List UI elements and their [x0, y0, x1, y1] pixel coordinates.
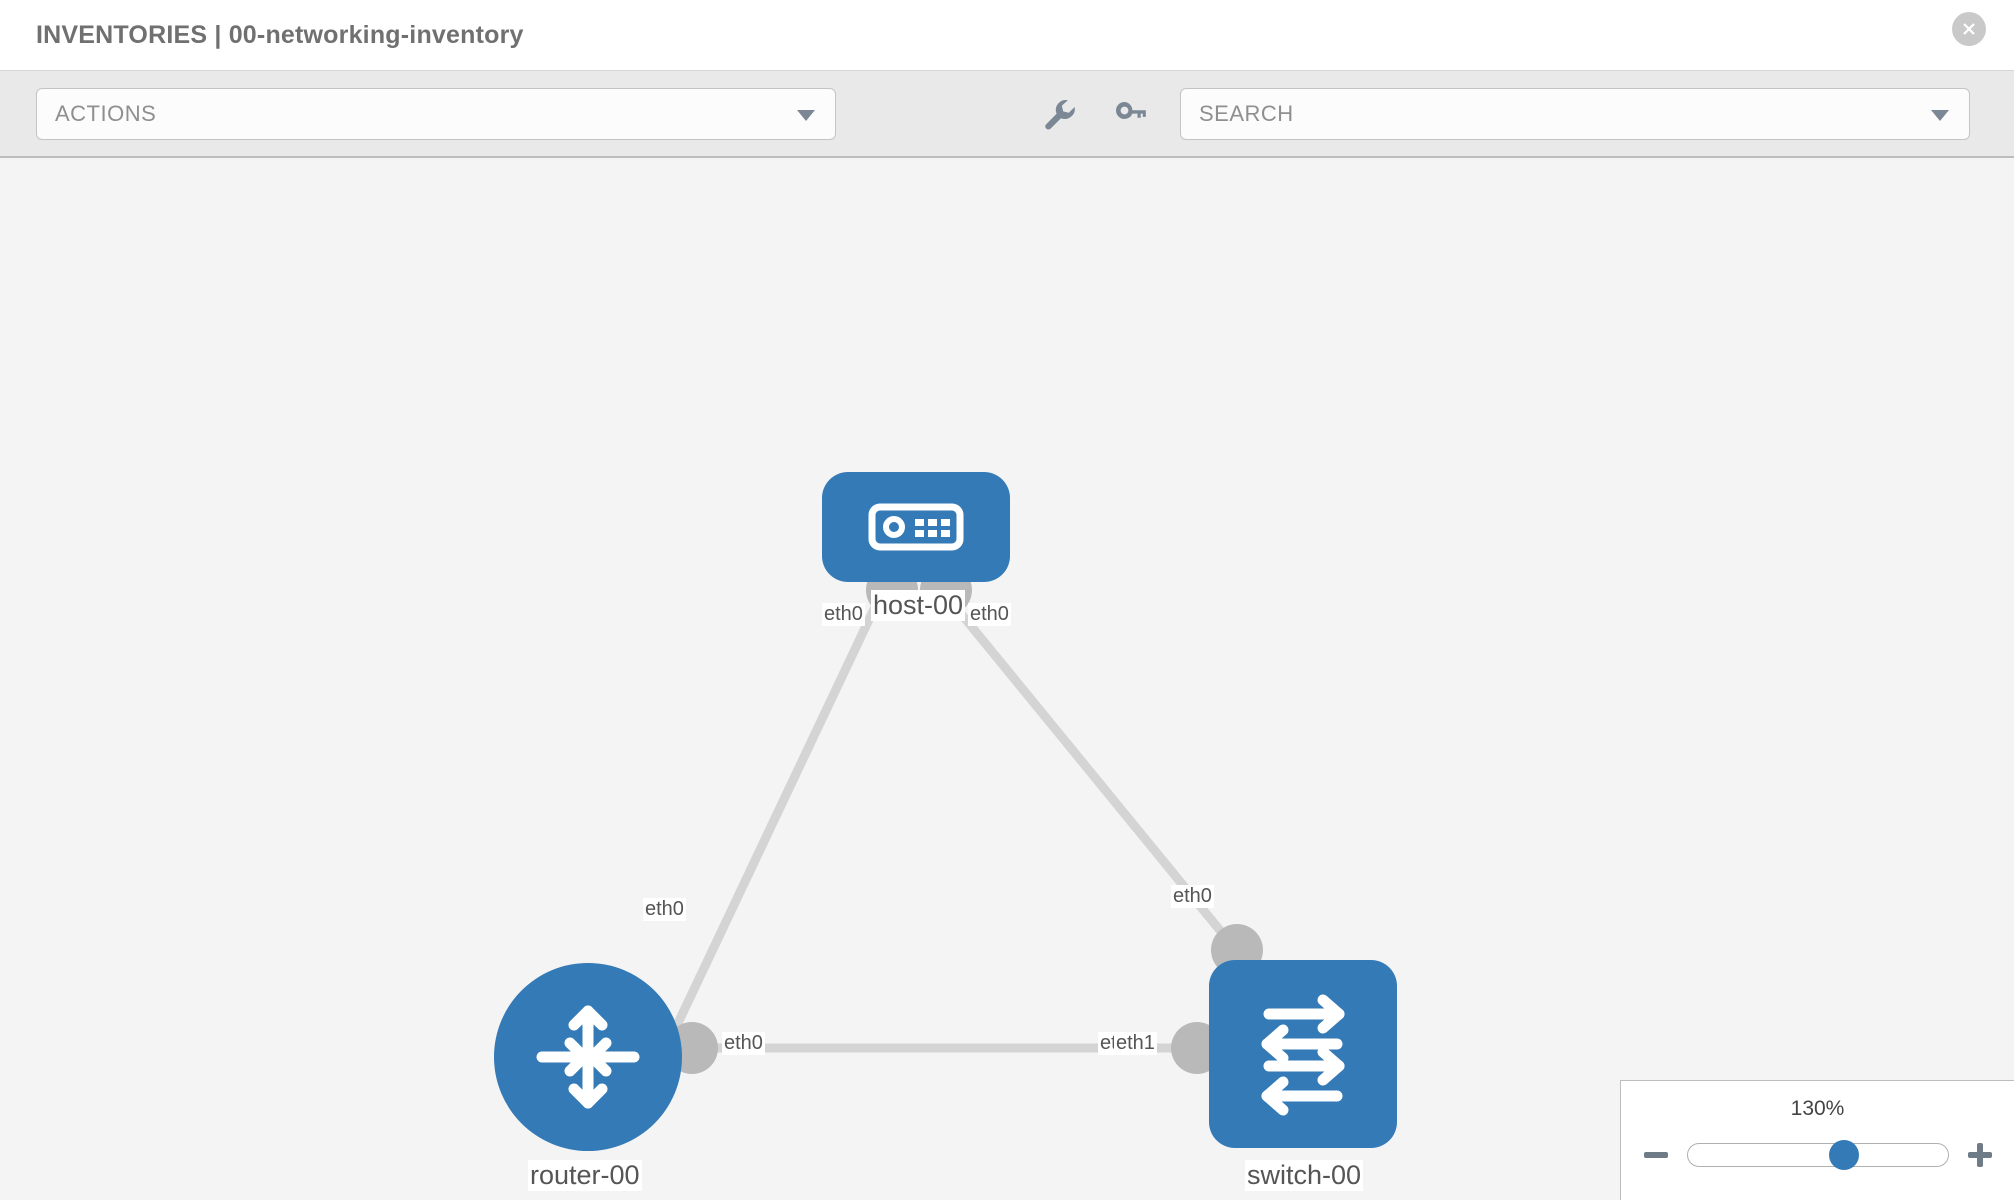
link-host00-router00	[665, 586, 889, 1042]
iface-label-host00-left: eth0	[822, 603, 865, 626]
close-icon[interactable]	[1952, 12, 1986, 46]
zoom-level-label: 130%	[1790, 1097, 1845, 1120]
wrench-icon[interactable]	[1040, 95, 1078, 133]
node-label-router-00: router-00	[528, 1160, 642, 1191]
zoom-slider-row	[1621, 1137, 2014, 1173]
router-arrows-icon	[536, 1005, 640, 1109]
node-switch-00[interactable]	[1209, 960, 1397, 1148]
node-label-host-00: host-00	[871, 590, 966, 621]
iface-label-router00-right: eth0	[722, 1032, 765, 1055]
search-placeholder: SEARCH	[1199, 100, 1294, 126]
iface-label-switch00-left: eth1	[1114, 1032, 1157, 1055]
toolbar: ACTIONS SEARCH	[0, 70, 2014, 158]
chevron-down-icon	[797, 109, 815, 121]
zoom-out-button[interactable]	[1641, 1140, 1671, 1170]
iface-label-switch00-up: eth0	[1171, 885, 1214, 908]
zoom-slider-thumb[interactable]	[1828, 1140, 1859, 1170]
node-label-switch-00: switch-00	[1245, 1160, 1364, 1191]
iface-label-host00-right: eth0	[968, 603, 1011, 626]
node-router-00[interactable]	[494, 963, 682, 1151]
switch-arrows-icon	[1261, 994, 1345, 1116]
page-header: INVENTORIES | 00-networking-inventory	[0, 0, 2014, 70]
page-title: INVENTORIES | 00-networking-inventory	[36, 20, 524, 49]
key-icon[interactable]	[1110, 95, 1148, 133]
actions-dropdown-label: ACTIONS	[55, 100, 157, 126]
topology-canvas[interactable]: host-00 eth0 eth0	[0, 160, 2014, 1200]
node-host-00[interactable]	[822, 472, 1010, 582]
topology-links-layer	[665, 564, 1263, 1074]
zoom-slider[interactable]	[1686, 1140, 1949, 1170]
chevron-down-icon	[1931, 109, 1949, 121]
search-input[interactable]: SEARCH	[1180, 87, 1970, 140]
iface-label-router00-up: eth0	[643, 898, 686, 921]
toolbar-icon-group	[1040, 95, 1148, 133]
actions-dropdown[interactable]: ACTIONS	[36, 87, 836, 140]
zoom-control-panel: 130%	[1620, 1080, 2014, 1200]
zoom-in-button[interactable]	[1965, 1140, 1995, 1170]
server-icon	[868, 503, 964, 551]
